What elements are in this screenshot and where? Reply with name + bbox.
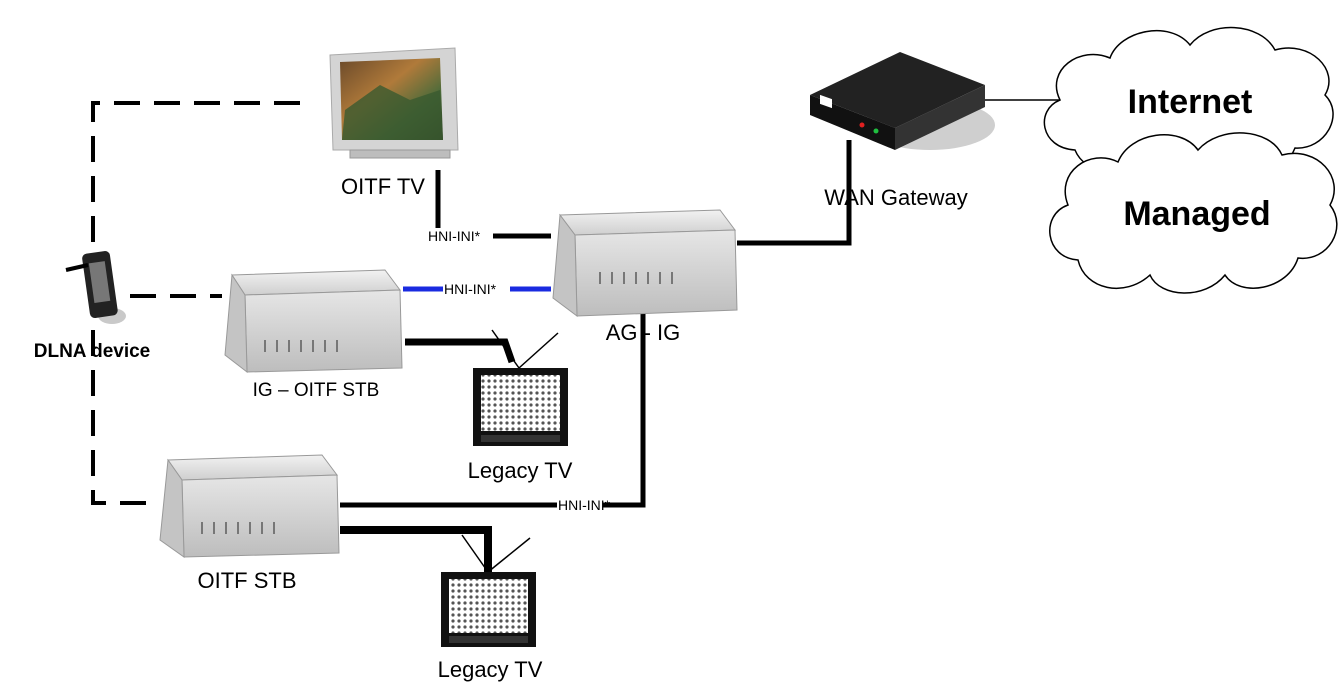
oitf-stb: OITF STB HNI-INI* xyxy=(159,454,611,593)
wan-gateway-router-icon xyxy=(810,52,995,150)
phone-device-icon xyxy=(65,251,126,324)
ig-stb-to-legacy-tv-link xyxy=(405,338,516,364)
ag-ig-label: AG - IG xyxy=(606,320,681,345)
wan-gateway: WAN Gateway xyxy=(810,52,995,210)
dlna-device: DLNA device xyxy=(34,251,151,362)
ig-oitf-stb-label: IG – OITF STB xyxy=(253,380,380,401)
set-top-box-icon xyxy=(224,269,403,374)
oitf-tv-link xyxy=(435,170,551,239)
legacy-tv-2: Legacy TV xyxy=(438,534,543,682)
oitf-tv: OITF TV HNI-INI* xyxy=(329,47,481,244)
managed-cloud: Managed xyxy=(1049,132,1338,294)
legacy-tv-2-label: Legacy TV xyxy=(438,657,543,682)
ag-ig: AG - IG HNI-INI* xyxy=(444,209,738,345)
cloud-icon xyxy=(1049,132,1338,294)
ag-ig-to-oitf-stb-link xyxy=(603,305,646,508)
crt-tv-icon xyxy=(441,534,536,647)
legacy-tv-1-label: Legacy TV xyxy=(468,458,573,483)
set-top-box-icon xyxy=(552,209,738,318)
hni-ini-label-ig-stb: HNI-INI* xyxy=(444,281,497,297)
internet-label: Internet xyxy=(1128,83,1253,121)
ag-ig-to-wan-link xyxy=(737,140,852,246)
managed-label: Managed xyxy=(1123,195,1270,233)
ig-oitf-stb: IG – OITF STB xyxy=(224,269,403,401)
oitf-stb-label: OITF STB xyxy=(198,568,297,593)
oitf-tv-label: OITF TV xyxy=(341,174,425,199)
hni-ini-label-oitf-stb: HNI-INI* xyxy=(558,497,611,513)
wan-gateway-label: WAN Gateway xyxy=(824,185,967,210)
set-top-box-icon xyxy=(159,454,340,558)
hni-ini-label-oitf-tv: HNI-INI* xyxy=(428,228,481,244)
flat-panel-tv-icon xyxy=(329,47,459,159)
dlna-dashed-links xyxy=(91,101,300,505)
oitf-stb-to-legacy-tv-link xyxy=(340,526,492,572)
legacy-tv-1: Legacy TV xyxy=(468,329,573,483)
crt-tv-icon xyxy=(473,329,568,446)
dlna-device-label: DLNA device xyxy=(34,341,151,362)
